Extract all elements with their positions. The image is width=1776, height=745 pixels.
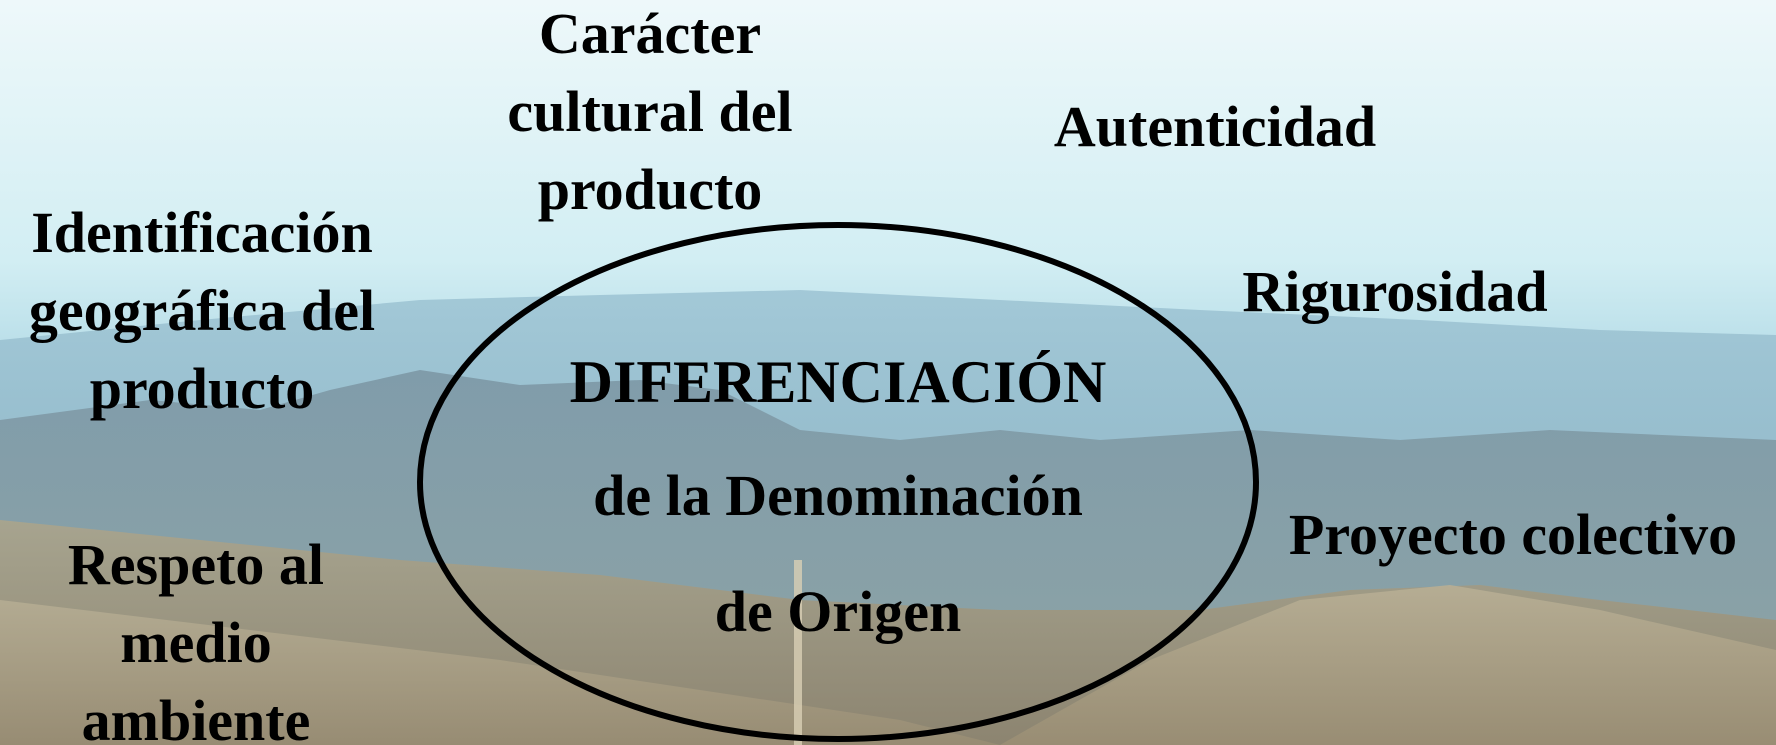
center-subtitle-line-2: de Origen [714, 579, 962, 644]
attribute-line: Carácter [538, 1, 762, 66]
attribute-line: Identificación [31, 200, 373, 265]
attribute-respeto-medio-ambiente: Respeto al medio ambiente [36, 526, 356, 745]
attribute-line: Rigurosidad [1242, 259, 1548, 324]
center-subtitle-line-1: de la Denominación [593, 463, 1083, 528]
attribute-identificacion-geografica: Identificación geográfica del producto [0, 194, 404, 428]
attribute-line: Autenticidad [1053, 94, 1377, 159]
attribute-line: cultural del [507, 79, 793, 144]
attribute-rigurosidad: Rigurosidad [1220, 253, 1570, 331]
attribute-line: Proyecto colectivo [1288, 502, 1738, 567]
center-title: DIFERENCIACIÓN [569, 349, 1107, 415]
attribute-line: producto [537, 157, 763, 222]
attribute-line: medio [120, 610, 272, 675]
attribute-caracter-cultural: Carácter cultural del producto [480, 0, 820, 229]
attribute-line: geográfica del [28, 278, 376, 343]
attribute-line: Respeto al [67, 532, 325, 597]
attribute-autenticidad: Autenticidad [1030, 88, 1400, 166]
attribute-line: ambiente [81, 688, 311, 745]
attribute-line: producto [89, 356, 315, 421]
attribute-proyecto-colectivo: Proyecto colectivo [1258, 496, 1768, 574]
